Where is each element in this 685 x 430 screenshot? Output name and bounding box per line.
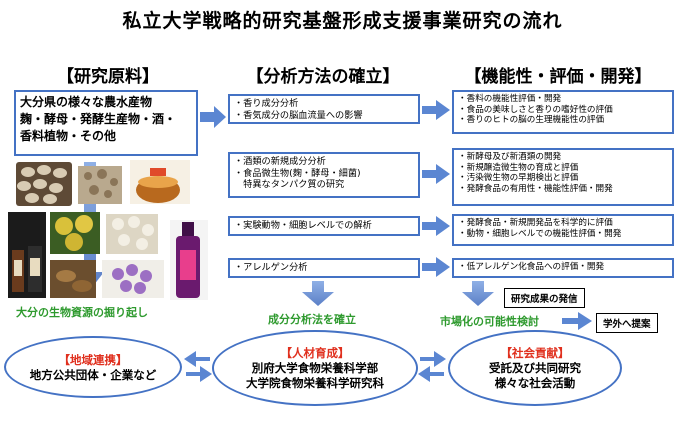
method-box-aroma: ・香り成分分析 ・香気成分の脳血流量への影響 [228,94,420,124]
arrow-regional-to-hr [186,366,212,382]
arrow-method-down [302,281,334,306]
function-box-animal: ・発酵食品・新規開発品を科学的に評価 ・動物・細胞レベルでの機能性評価・開発 [452,214,674,246]
method-line: ・実験動物・細胞レベルでの解析 [234,220,372,231]
function-line: ・発酵食品の有用性・機能性評価・開発 [458,184,613,195]
raw-materials-box: 大分県の様々な農水産物 麹・酵母・発酵生産物・酒・ 香料植物・その他 [14,90,198,156]
function-line: ・新酵母及び新酒類の開発 [458,152,562,162]
column-header-methods: 【分析方法の確立】 [246,67,400,87]
social-contribution-ellipse: 【社会貢献】 受託及び共同研究 様々な社会活動 [448,330,622,406]
resource-photos [8,160,208,300]
social-heading: 【社会貢献】 [500,346,570,361]
function-line: ・香りのヒトの脳の生理機能性の評価 [458,115,605,126]
column-header-function: 【機能性・評価・開発】 [464,67,652,87]
method-line: 特異なタンパク質の研究 [234,179,345,190]
regional-text: 地方公共団体・企業など [29,367,157,382]
hr-heading: 【人材育成】 [280,346,350,361]
function-line: ・新規醸造微生物の育成と評価 [458,162,579,173]
raw-material-line: 麹・酵母・発酵生産物・酒・ [20,111,177,126]
raw-material-line: 香料植物・その他 [20,128,117,143]
function-line: ・低アレルゲン化食品への評価・開発 [458,262,605,272]
arrow-method4 [422,257,450,277]
method-box-sake: ・酒類の新規成分分析 ・食品微生物(麹・酵母・細菌) 特異なタンパク質の研究 [228,152,420,198]
shochu-bottles-photo [8,212,46,298]
arrow-to-propose [562,312,592,330]
raw-material-line: 大分県の様々な農水産物 [20,95,153,109]
method-line: ・アレルゲン分析 [234,262,308,273]
label-bio-resources: 大分の生物資源の掘り起し [16,306,148,319]
function-line: ・食品の美味しさと香りの嗜好性の評価 [458,104,613,115]
method-line: ・香り成分分析 [234,98,299,109]
function-box-allergen: ・低アレルゲン化食品への評価・開発 [452,258,674,278]
sake-bottle-photo [170,220,208,300]
propose-box: 学外へ提案 [596,313,658,333]
method-box-allergen: ・アレルゲン分析 [228,258,420,278]
method-line: ・香気成分の脳血流量への影響 [234,109,363,121]
method-line: ・酒類の新規成分分析 [234,156,326,167]
label-market: 市場化の可能性検討 [440,315,539,328]
method-line: ・食品微生物(麹・酵母・細菌) [234,167,361,179]
hr-text: 大学院食物栄養科学研究科 [246,376,384,390]
function-line: ・香料の機能性評価・開発 [458,94,562,104]
arrow-raw-to-methods [200,106,226,128]
arrow-method2 [422,164,450,184]
arrow-hr-to-social [420,351,446,367]
yeast-photo [78,166,122,204]
label-method-established: 成分分析法を確立 [268,313,356,326]
shiitake-photo [50,260,96,298]
publish-box: 研究成果の発信 [504,288,585,308]
function-box-aroma: ・香料の機能性評価・開発 ・食品の美味しさと香りの嗜好性の評価 ・香りのヒトの脳… [452,90,674,134]
function-line: ・動物・細胞レベルでの機能性評価・開発 [458,228,622,239]
miso-photo [130,160,190,204]
human-resources-ellipse: 【人材育成】 別府大学食物栄養科学部 大学院食物栄養科学研究科 [212,330,418,406]
page-title: 私立大学戦略的研究基盤形成支援事業研究の流れ [122,10,563,32]
arrow-method1 [422,100,450,120]
function-box-sake: ・新酵母及び新酒類の開発 ・新規醸造微生物の育成と評価 ・汚染微生物の早期検出と… [452,148,674,206]
column-header-materials: 【研究原料】 [57,67,159,87]
function-line: ・発酵食品・新規開発品を科学的に評価 [458,218,613,228]
citrus-photo [50,212,100,254]
arrow-hr-to-regional [184,351,210,367]
method-box-animal: ・実験動物・細胞レベルでの解析 [228,216,420,236]
regional-cooperation-ellipse: 【地域連携】 地方公共団体・企業など [4,336,182,398]
koji-photo [106,214,158,254]
hr-text: 別府大学食物栄養科学部 [251,361,379,376]
regional-heading: 【地域連携】 [58,352,128,367]
social-text: 様々な社会活動 [494,376,576,390]
flowers-photo [102,260,164,298]
arrow-social-to-hr [418,366,444,382]
beans-photo [16,162,72,206]
arrow-method3 [422,216,450,236]
social-text: 受託及び共同研究 [489,361,581,376]
arrow-function-down [462,281,494,306]
function-line: ・汚染微生物の早期検出と評価 [458,173,579,184]
